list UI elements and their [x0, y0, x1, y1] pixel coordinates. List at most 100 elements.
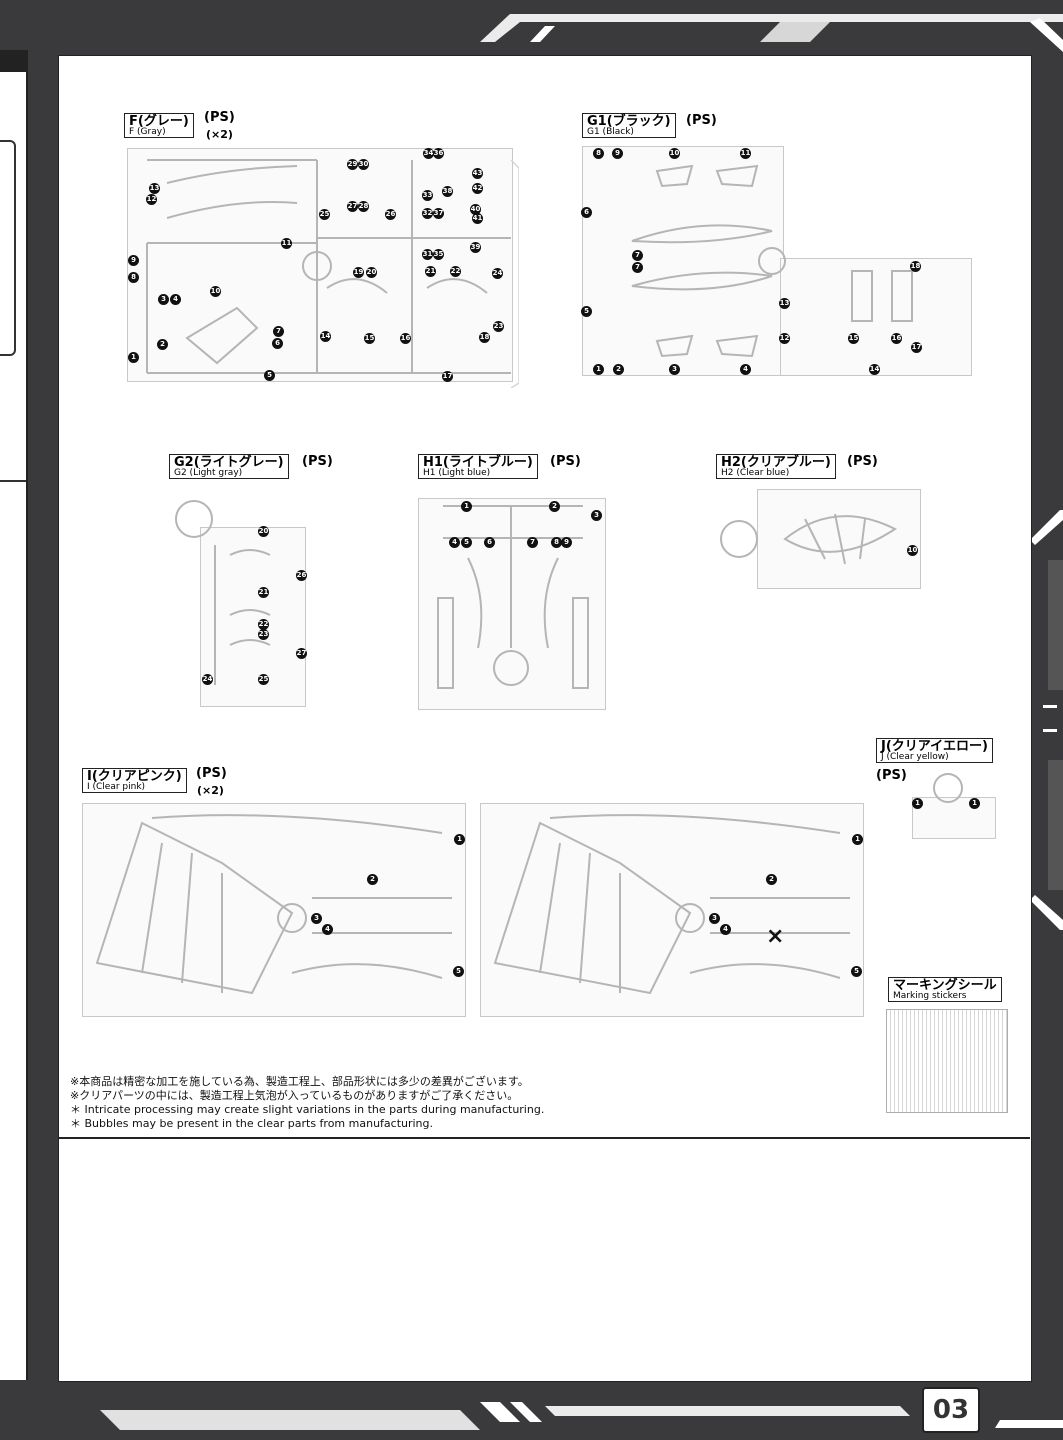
- part-number-marker: 5: [264, 370, 275, 381]
- runner-label-sub: G2 (Light gray): [174, 468, 243, 478]
- part-number-marker: 17: [442, 371, 453, 382]
- note-line: ＊ Intricate processing may create slight…: [70, 1103, 545, 1116]
- part-number-marker: 10: [210, 286, 221, 297]
- part-number-marker: 1: [128, 352, 139, 363]
- part-number-marker: 41: [472, 213, 483, 224]
- part-number-marker: 1: [454, 834, 465, 845]
- note-line: ※クリアパーツの中には、製造工程上気泡が入っているものがありますがご了承ください…: [70, 1089, 519, 1102]
- part-number-marker: 4: [322, 924, 333, 935]
- part-number-marker: 16: [400, 333, 411, 344]
- runner-label-main: I(クリアピンク): [87, 769, 182, 784]
- part-number-marker: 27: [347, 201, 358, 212]
- part-number-marker: 2: [613, 364, 624, 375]
- adjacent-page-box: [0, 140, 16, 356]
- runner-i-label: I(クリアピンク) I (Clear pink): [82, 768, 187, 793]
- part-number-marker: 2: [367, 874, 378, 885]
- runner-quantity: (×2): [206, 128, 233, 141]
- part-number-marker: 3: [669, 364, 680, 375]
- part-number-marker: 40: [470, 204, 481, 215]
- part-number-marker: 24: [492, 268, 503, 279]
- part-number-marker: 23: [258, 629, 269, 640]
- plastic-type: (PS): [686, 113, 717, 128]
- part-number-marker: 10: [907, 545, 918, 556]
- part-number-marker: 13: [779, 298, 790, 309]
- part-number-marker: 2: [157, 339, 168, 350]
- runner-label-sub: H1 (Light blue): [423, 468, 491, 478]
- part-number-marker: 22: [450, 266, 461, 277]
- runner-f-parts: [146, 159, 519, 388]
- part-number-marker: 1: [912, 798, 923, 809]
- runner-h1-label: H1(ライトブルー) H1 (Light blue): [418, 454, 538, 479]
- part-number-marker: 13: [149, 183, 160, 194]
- note-line: ※本商品は精密な加工を施している為、製造工程上、部品形状には多少の差異がございま…: [70, 1075, 529, 1088]
- runner-g2-parts: [175, 500, 271, 685]
- part-number-marker: 21: [258, 587, 269, 598]
- part-number-marker: 5: [851, 966, 862, 977]
- runner-label-main: G2(ライトグレー): [174, 455, 284, 470]
- frame-decoration-bottom: [100, 1402, 1063, 1430]
- runner-g1-label: G1(ブラック) G1 (Black): [582, 113, 676, 138]
- part-number-marker: 33: [422, 190, 433, 201]
- part-number-marker: 31: [422, 249, 433, 260]
- manufacturing-notes: ※本商品は精密な加工を施している為、製造工程上、部品形状には多少の差異がございま…: [70, 1075, 544, 1131]
- runner-g1-parts: [631, 164, 913, 358]
- adjacent-page-header: [0, 50, 26, 72]
- plastic-type: (PS): [302, 454, 333, 469]
- part-number-marker: 30: [358, 159, 369, 170]
- part-number-marker: 12: [779, 333, 790, 344]
- part-number-marker: 12: [146, 194, 157, 205]
- runner-label-main: H2(クリアブルー): [721, 455, 831, 470]
- runner-h2-parts: [720, 513, 897, 565]
- part-number-marker: 19: [353, 267, 364, 278]
- runner-label-main: G1(ブラック): [587, 114, 671, 129]
- part-number-marker: 28: [358, 201, 369, 212]
- runner-j-parts: [933, 773, 963, 803]
- runner-j-sprue: [912, 797, 996, 839]
- part-number-marker: 20: [366, 267, 377, 278]
- part-number-marker: 2: [766, 874, 777, 885]
- stickers-label-main: マーキングシール: [893, 978, 997, 993]
- part-number-marker: 4: [740, 364, 751, 375]
- runner-label-main: F(グレー): [129, 114, 189, 129]
- part-number-marker: 9: [128, 255, 139, 266]
- part-number-marker: 2: [549, 501, 560, 512]
- part-number-marker: 8: [593, 148, 604, 159]
- part-number-marker: 42: [472, 183, 483, 194]
- runner-quantity: (×2): [197, 784, 224, 797]
- runner-i-parts: [95, 814, 850, 995]
- part-number-marker: 5: [461, 537, 472, 548]
- section-divider: [58, 1137, 1030, 1139]
- part-number-marker: 26: [296, 570, 307, 581]
- runner-label-sub: G1 (Black): [587, 127, 634, 137]
- right-edge-tab: [1048, 560, 1063, 690]
- plastic-type: (PS): [876, 768, 907, 783]
- part-number-marker: 8: [551, 537, 562, 548]
- runner-label-sub: F (Gray): [129, 127, 166, 137]
- part-number-marker: 7: [632, 262, 643, 273]
- part-number-marker: 7: [273, 326, 284, 337]
- runner-label-sub: I (Clear pink): [87, 782, 146, 792]
- part-number-marker: 36: [433, 148, 444, 159]
- runner-g2-sprue: [200, 527, 306, 707]
- runner-i-sprue-2: [480, 803, 864, 1017]
- part-number-marker: 38: [442, 186, 453, 197]
- plastic-type: (PS): [196, 766, 227, 781]
- part-number-marker: 1: [593, 364, 604, 375]
- adjacent-page-edge: [0, 50, 28, 1380]
- part-number-marker: 43: [472, 168, 483, 179]
- page-number: 03: [922, 1387, 980, 1433]
- part-number-marker: 8: [128, 272, 139, 283]
- part-number-marker: 1: [969, 798, 980, 809]
- plastic-type: (PS): [550, 454, 581, 469]
- part-number-marker: 37: [433, 208, 444, 219]
- part-number-marker: 17: [911, 342, 922, 353]
- part-number-marker: 18: [910, 261, 921, 272]
- part-number-marker: 9: [612, 148, 623, 159]
- part-number-marker: 5: [453, 966, 464, 977]
- part-number-marker: 26: [385, 209, 396, 220]
- stickers-label-sub: Marking stickers: [893, 991, 967, 1001]
- plastic-type: (PS): [204, 110, 235, 125]
- part-number-marker: 16: [891, 333, 902, 344]
- excluded-part-mark: ×: [766, 924, 785, 949]
- part-number-marker: 1: [461, 501, 472, 512]
